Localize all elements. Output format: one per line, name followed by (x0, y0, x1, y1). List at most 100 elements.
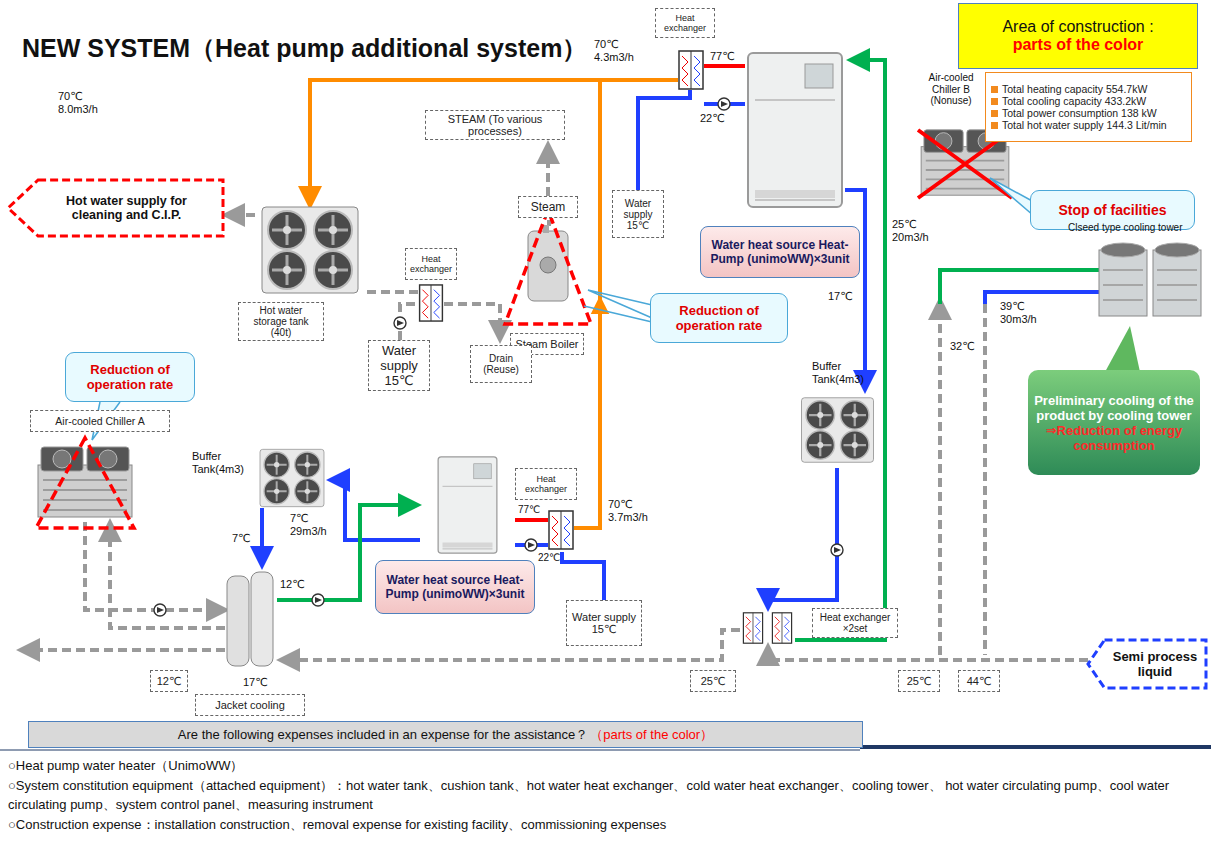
illustration-part (505, 210, 591, 324)
pipe-line (638, 90, 690, 190)
pump (831, 544, 843, 556)
value-label: Buffer Tank(4m3) (192, 450, 254, 475)
value-label: 32℃ (950, 340, 982, 353)
pipe-line (845, 190, 865, 386)
value-label: Buffer Tank(4m3) (812, 360, 892, 385)
question-bar: Are the following expenses included in a… (28, 721, 863, 748)
callout-box: Reduction of operation rate (650, 293, 788, 343)
node-text: ⇒Reduction of energy consumption (1034, 423, 1194, 453)
temperature-box: 44℃ (958, 670, 1000, 692)
spec-box: Total heating capacity 554.7kWTotal cool… (985, 72, 1192, 142)
temperature-box: 25℃ (690, 670, 736, 692)
heat-pump-box: Water heat source Heat-Pump (unimoWW)×3u… (375, 560, 535, 614)
arrow-shape (1088, 640, 1206, 688)
node-text: Reduction of operation rate (657, 303, 781, 333)
node-text: Hot water storage tank (40t) (242, 305, 320, 338)
process-box: STEAM (To various processes) (425, 110, 565, 140)
pipe-line (334, 480, 420, 540)
node-text: Preliminary cooling of the product by co… (1034, 393, 1194, 423)
node-text: Heat exchanger (519, 474, 573, 494)
pipe-line (229, 213, 255, 217)
callout-pointers (92, 178, 1034, 440)
node-text: Water heat source Heat-Pump (unimoWW)×3u… (384, 573, 526, 601)
pipe-line (284, 630, 740, 660)
pipe-line (562, 552, 604, 600)
node-text: Hot water supply for cleaning and C.I.P. (44, 194, 209, 222)
pipe-line (366, 290, 418, 294)
node-text: Are the following expenses included in a… (178, 726, 588, 744)
value-label: 39℃ 30m3/h (1000, 300, 1054, 325)
red-marks (36, 210, 591, 528)
value-label: 22℃ (700, 112, 734, 125)
value-label: 70℃ 8.0m3/h (58, 90, 120, 115)
pipe-line (990, 178, 1034, 216)
node-text: Air-cooled Chiller A (34, 415, 166, 427)
construction-area-box: Area of construction :parts of the color (958, 3, 1198, 69)
value-label: Air-cooled Chiller B (Nonuse) (916, 72, 986, 107)
node-text: Water heat source Heat-Pump (unimoWW)×3u… (709, 238, 851, 266)
value-label: 70℃ 3.7m3/h (608, 498, 660, 523)
node-text: Jacket cooling (199, 699, 301, 711)
pump (154, 604, 166, 616)
heat-exchanger (772, 613, 791, 643)
node-text: Water supply 15℃ (372, 343, 426, 388)
node-text: （parts of the color） (590, 726, 713, 744)
equipment-label: Air-cooled Chiller A (30, 410, 170, 432)
pipe-line (260, 508, 264, 562)
node-text: Steam (522, 200, 574, 214)
expense-list: ○Heat pump water heater（UnimoWW）○System … (0, 752, 1211, 848)
heat-exchanger (420, 285, 443, 321)
spec-line: Total heating capacity 554.7kW (991, 83, 1186, 95)
node-text: 12℃ (154, 675, 184, 688)
drain-box: Drain (Reuse) (470, 345, 532, 383)
value-label: 22℃ (538, 552, 568, 564)
node-text: Stop of facilities (1037, 202, 1188, 218)
node-text: 44℃ (962, 675, 996, 688)
pipe-line (24, 648, 225, 652)
temperature-box: 25℃ (898, 670, 940, 692)
hot-water-supply-arrow: Hot water supply for cleaning and C.I.P. (8, 180, 223, 236)
water-supply-box: Water supply 15℃ (566, 600, 642, 646)
pump (718, 98, 730, 110)
list-line: ○Construction expense：installation const… (8, 815, 1203, 835)
node-text: 25℃ (902, 675, 936, 688)
node-text: Semi process liquid (1112, 649, 1198, 679)
pipe-line (444, 304, 500, 336)
node-text: 25℃ (694, 675, 732, 688)
semi-process-arrow: Semi process liquid (1088, 640, 1206, 688)
node-text: Water supply 15℃ (616, 198, 660, 231)
pipe-grey (24, 215, 1088, 660)
jacket-tank (227, 572, 273, 666)
value-label: 70℃ 4.3m3/h (594, 38, 646, 63)
bottom-rule (860, 745, 1211, 749)
equipment-label: Heat exchanger (655, 8, 715, 38)
heat-exchanger (743, 613, 762, 643)
value-label: 25℃ 20m3/h (892, 218, 952, 243)
callout-pointer (1105, 326, 1140, 372)
pipe-blue (262, 90, 1100, 604)
pipe-green (277, 60, 1100, 640)
value-label: 7℃ 29m3/h (290, 512, 340, 537)
illustration-part (36, 438, 134, 528)
equipment-label: Heat exchanger (405, 248, 457, 280)
equipment-label: Heat exchanger ×2set (812, 608, 898, 638)
value-label: 17℃ (828, 290, 862, 303)
chiller-unit (38, 447, 132, 517)
buffer-tank (260, 449, 324, 506)
node-text: Drain (Reuse) (474, 353, 528, 375)
heat-pump-unit (438, 457, 497, 553)
equipment-label: Heat exchanger (515, 468, 577, 500)
equipment-label: Hot water storage tank (40t) (238, 302, 324, 341)
steam-connector (546, 148, 550, 196)
list-line: ○System constitution equipment（attached … (8, 776, 1203, 815)
value-label: 17℃ (243, 676, 277, 689)
pipe-line (768, 650, 1088, 660)
value-label: Clseed type cooling tower (1068, 222, 1208, 234)
steam-boiler (528, 225, 568, 301)
pipe-line (515, 518, 548, 522)
node-text: parts of the color (962, 36, 1194, 54)
pipe-line (110, 526, 225, 628)
pipe-line (768, 468, 837, 604)
spec-line: Total cooling capacity 433.2kW (991, 95, 1186, 107)
node-text: Heat exchanger (409, 254, 453, 274)
